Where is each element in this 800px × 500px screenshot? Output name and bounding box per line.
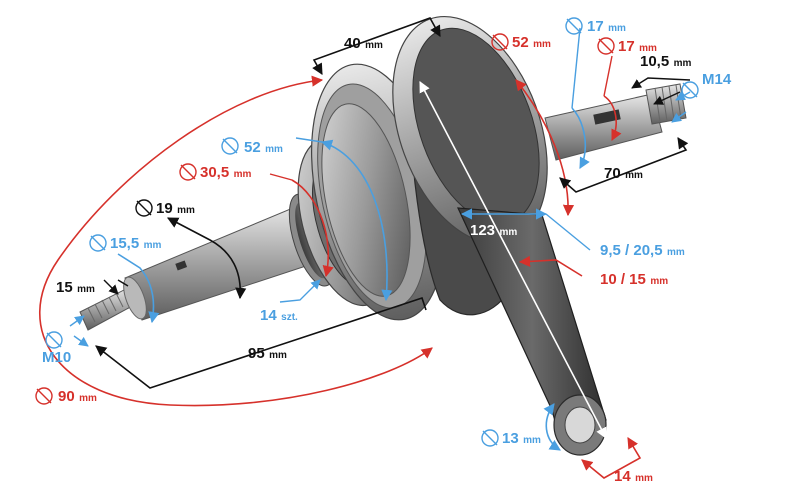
dimension-labels: 40 mm 52 mm 17 mm 17 mm 10,5 mm M14 70 m… (42, 18, 732, 485)
label-15-5: 15,5 (110, 235, 139, 252)
svg-text:13 mm: 13 mm (502, 430, 541, 447)
diameter-icon (491, 33, 509, 51)
svg-text:52 mm: 52 mm (244, 139, 283, 156)
label-m14: M14 (702, 71, 732, 88)
label-19: 19 (156, 200, 173, 217)
label-m10: M10 (42, 349, 71, 366)
label-13: 13 (502, 430, 519, 447)
diameter-icon (179, 163, 197, 181)
dimension-lines (39, 17, 691, 479)
diameter-icon (681, 81, 699, 99)
svg-text:17 mm: 17 mm (587, 18, 626, 35)
svg-text:95 mm: 95 mm (248, 345, 287, 362)
label-17-red: 17 (618, 38, 635, 55)
svg-text:15,5 mm: 15,5 mm (110, 235, 162, 252)
dim-15 (103, 279, 119, 295)
svg-text:10,5 mm: 10,5 mm (640, 53, 692, 70)
dim-17-red-arc (603, 95, 622, 142)
svg-text:40 mm: 40 mm (344, 35, 383, 52)
label-52-red: 52 (512, 34, 529, 51)
label-14-szt: 14 (260, 307, 277, 324)
label-70: 70 (604, 165, 621, 182)
diameter-icon (597, 37, 615, 55)
diameter-icon (89, 234, 107, 252)
dim-52-blue-arc (320, 139, 393, 302)
label-17-blue: 17 (587, 18, 604, 35)
diameter-icon (481, 429, 499, 447)
svg-text:90 mm: 90 mm (58, 388, 97, 405)
label-10-15: 10 / 15 (600, 271, 646, 288)
label-95: 95 (248, 345, 265, 362)
label-10-5: 10,5 (640, 53, 669, 70)
dim-m14 (675, 91, 691, 101)
svg-text:14 szt.: 14 szt. (260, 307, 298, 324)
diameter-icon (45, 331, 63, 349)
dim-40-bracket (312, 17, 441, 75)
label-90: 90 (58, 388, 75, 405)
dim-15-5 (117, 253, 160, 324)
dim-10-15-arrow (518, 255, 583, 277)
dim-90-ellipse (39, 75, 433, 407)
label-30-5: 30,5 (200, 164, 229, 181)
diameter-icon (221, 137, 239, 155)
svg-text:9,5 / 20,5 mm: 9,5 / 20,5 mm (600, 242, 685, 259)
dim-14szt (279, 279, 321, 303)
diameter-icon (565, 17, 583, 35)
dim-19 (167, 217, 247, 300)
dim-14-bracket (581, 437, 642, 479)
label-15: 15 (56, 279, 73, 296)
diameter-icon (35, 387, 53, 405)
left-threaded-tip (79, 287, 137, 331)
dim-13-arc (543, 403, 561, 451)
dim-m10 (69, 315, 85, 327)
label-52-blue: 52 (244, 139, 261, 156)
svg-text:123 mm: 123 mm (470, 222, 517, 239)
label-123: 123 (470, 222, 495, 239)
svg-text:14 mm: 14 mm (614, 468, 653, 485)
dim-30-5-arc (291, 179, 334, 278)
svg-text:17 mm: 17 mm (618, 38, 657, 55)
left-shaft (123, 204, 319, 321)
diameter-icon (135, 199, 153, 217)
label-14: 14 (614, 468, 631, 485)
svg-text:15 mm: 15 mm (56, 279, 95, 296)
diameter-symbols (35, 17, 699, 447)
svg-text:30,5 mm: 30,5 mm (200, 164, 252, 181)
dim-123-arrow (419, 81, 607, 439)
label-9-5-20-5: 9,5 / 20,5 (600, 242, 663, 259)
svg-text:19 mm: 19 mm (156, 200, 195, 217)
svg-text:10 / 15 mm: 10 / 15 mm (600, 271, 668, 288)
svg-text:52 mm: 52 mm (512, 34, 551, 51)
dim-10-5 (631, 77, 691, 89)
svg-text:70 mm: 70 mm (604, 165, 643, 182)
label-40: 40 (344, 35, 361, 52)
